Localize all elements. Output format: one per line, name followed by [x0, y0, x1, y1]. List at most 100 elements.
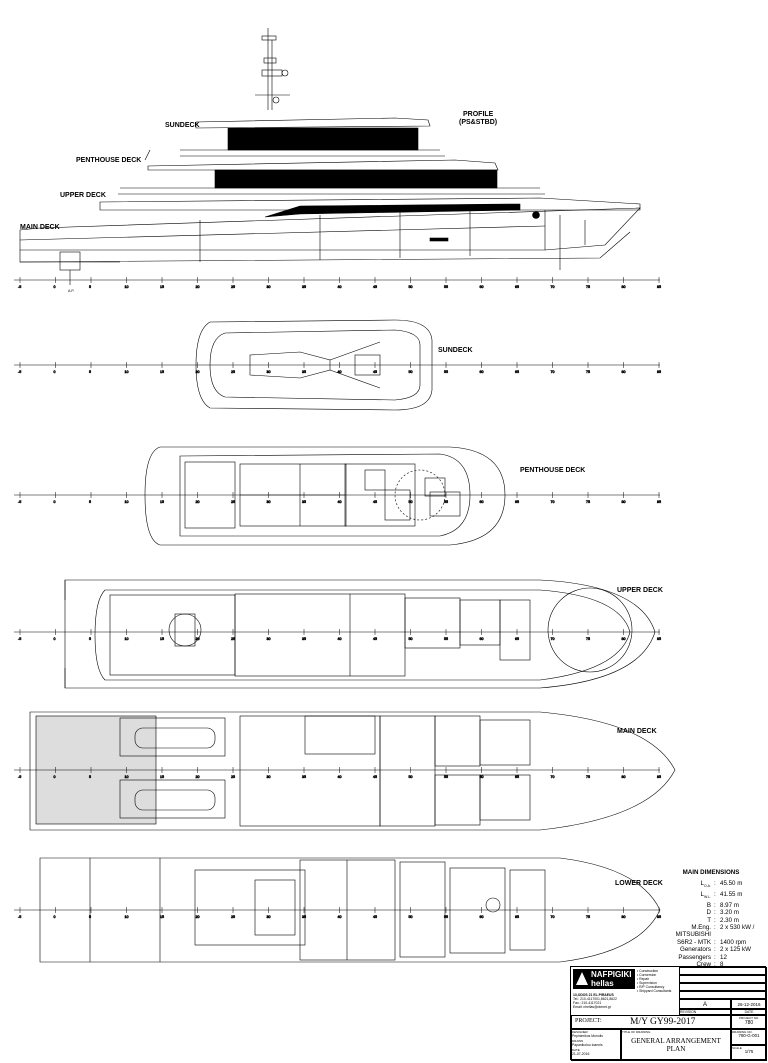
project-name: M/Y GY99-2017: [630, 1017, 696, 1027]
frame-tick-label: 60: [480, 370, 484, 374]
dimension-colon: :: [714, 953, 716, 961]
label-lower-plan: LOWER DECK: [615, 880, 663, 887]
drawing-no: 780-G-001: [738, 1033, 760, 1038]
frame-tick-label: -5: [18, 285, 21, 289]
label-penthouse-plan: PENTHOUSE DECK: [520, 467, 585, 474]
email-line: Email: nhellas@otenet.gr: [573, 1005, 611, 1009]
rev-row-1: [679, 967, 767, 975]
frame-tick-label: 40: [338, 370, 342, 374]
ship-logo-icon: [576, 972, 588, 985]
frame-tick-label: 20: [196, 285, 200, 289]
frame-tick-label: 5: [89, 285, 91, 289]
profile-title: PROFILE: [463, 111, 494, 118]
dimension-key: D: [706, 909, 711, 917]
dimension-key-sub: W.L.: [703, 895, 711, 900]
frame-tick-label: 30: [267, 637, 271, 641]
frame-tick-label: 0: [54, 775, 56, 779]
title-block: NAFPIGIKI hellas • Construction• Convers…: [570, 966, 767, 1061]
frame-tick-label: 50: [409, 775, 413, 779]
dimension-row: D:3.20 m: [656, 909, 766, 916]
frame-tick-label: 30: [267, 500, 271, 504]
frame-tick-label: -5: [18, 500, 21, 504]
fax-line: Fax.: 210-4117021: [573, 1001, 602, 1005]
label-sundeck-plan: SUNDECK: [438, 347, 473, 354]
dimension-row: Crew:8: [656, 961, 766, 968]
label-upper-plan: UPPER DECK: [617, 587, 663, 594]
drawing-title-line-1: GENERAL ARRANGEMENT: [631, 1037, 721, 1045]
deck-labels: SUNDECK PENTHOUSE DECK UPPER DECK MAIN D…: [20, 111, 663, 887]
frame-tick-label: 55: [444, 915, 448, 919]
frame-tick-label: 0: [54, 285, 56, 289]
frame-tick-label: 30: [267, 775, 271, 779]
date2: 21-07-2016: [572, 1052, 590, 1056]
frame-tick-label: 25: [231, 500, 235, 504]
dimension-colon: :: [714, 909, 716, 917]
frame-tick-label: -5: [18, 915, 21, 919]
frame-tick-label: 80: [622, 637, 626, 641]
frame-tick-label: 10: [125, 370, 129, 374]
frame-tick-label: 25: [231, 370, 235, 374]
frame-tick-label: 45: [373, 370, 377, 374]
frame-tick-label: 55: [444, 285, 448, 289]
frame-tick-label: 50: [409, 637, 413, 641]
project-label: PROJECT:: [575, 1018, 602, 1024]
frame-tick-label: 5: [89, 915, 91, 919]
frame-tick-label: 60: [480, 775, 484, 779]
designer-label: DESIGNER: [572, 1030, 588, 1034]
frame-tick-label: 70: [551, 370, 555, 374]
frame-tick-label: 80: [622, 775, 626, 779]
frame-tick-label: 65: [515, 775, 519, 779]
drawing-no-label: DRAWING NO.: [732, 1030, 753, 1034]
dimension-colon: :: [714, 901, 716, 909]
service-item: • Shipyard Consultants: [637, 989, 672, 993]
frame-tick-label: 20: [196, 370, 200, 374]
dimension-value: 8: [720, 960, 724, 968]
frame-tick-label: 75: [586, 915, 590, 919]
drawn-name: Papanikolou Ioannis: [572, 1043, 603, 1047]
label-main-plan: MAIN DECK: [617, 728, 657, 735]
upper-windows: [264, 203, 521, 218]
frame-tick-label: 15: [160, 775, 164, 779]
dimension-row: LW.L.:41.55 m: [656, 891, 766, 902]
dimension-colon: :: [714, 938, 716, 946]
address-line: 13,ODOS 21 EL.PIRAEUS: [573, 993, 614, 997]
frame-tick-label: 60: [480, 637, 484, 641]
frame-tick-label: 5: [89, 775, 91, 779]
rev-row-2: [679, 975, 767, 983]
logo-line-2: hellas: [591, 979, 614, 988]
title-label: TITLE OF DRAWING: [622, 1030, 651, 1034]
frame-tick-label: 70: [551, 775, 555, 779]
dimension-colon: :: [714, 923, 716, 931]
frame-tick-label: 65: [515, 370, 519, 374]
dimension-key: LW.L.: [700, 891, 711, 900]
label-upper-profile: UPPER DECK: [60, 192, 106, 199]
frame-tick-label: 10: [125, 775, 129, 779]
dimension-key: M.Eng. MITSUBISHI: [675, 923, 711, 939]
frame-tick-label: 80: [622, 285, 626, 289]
lower-deck-plan: [14, 857, 661, 963]
project-no: 780: [744, 1020, 754, 1026]
dimension-colon: :: [714, 946, 716, 954]
frame-tick-label: 40: [338, 637, 342, 641]
scale-label: SCALE: [732, 1046, 742, 1050]
frame-tick-label: 50: [409, 370, 413, 374]
rev-row-3: [679, 983, 767, 991]
service-item: • R/P Consultancy: [637, 985, 665, 989]
frame-tick-label: 20: [196, 775, 200, 779]
main-dimensions-title: MAIN DIMENSIONS: [682, 869, 740, 876]
dimension-key: Crew: [696, 960, 711, 968]
frame-tick-label: 70: [551, 500, 555, 504]
dimension-value: 8.97 m: [720, 901, 739, 909]
frame-tick-label: 50: [409, 500, 413, 504]
frame-tick-label: 75: [586, 370, 590, 374]
frame-tick-label: 45: [373, 775, 377, 779]
frame-tick-label: 45: [373, 500, 377, 504]
frame-tick-label: 50: [409, 285, 413, 289]
frame-tick-label: 75: [586, 500, 590, 504]
dimension-row: S6R2 - MTK:1400 rpm: [656, 939, 766, 946]
